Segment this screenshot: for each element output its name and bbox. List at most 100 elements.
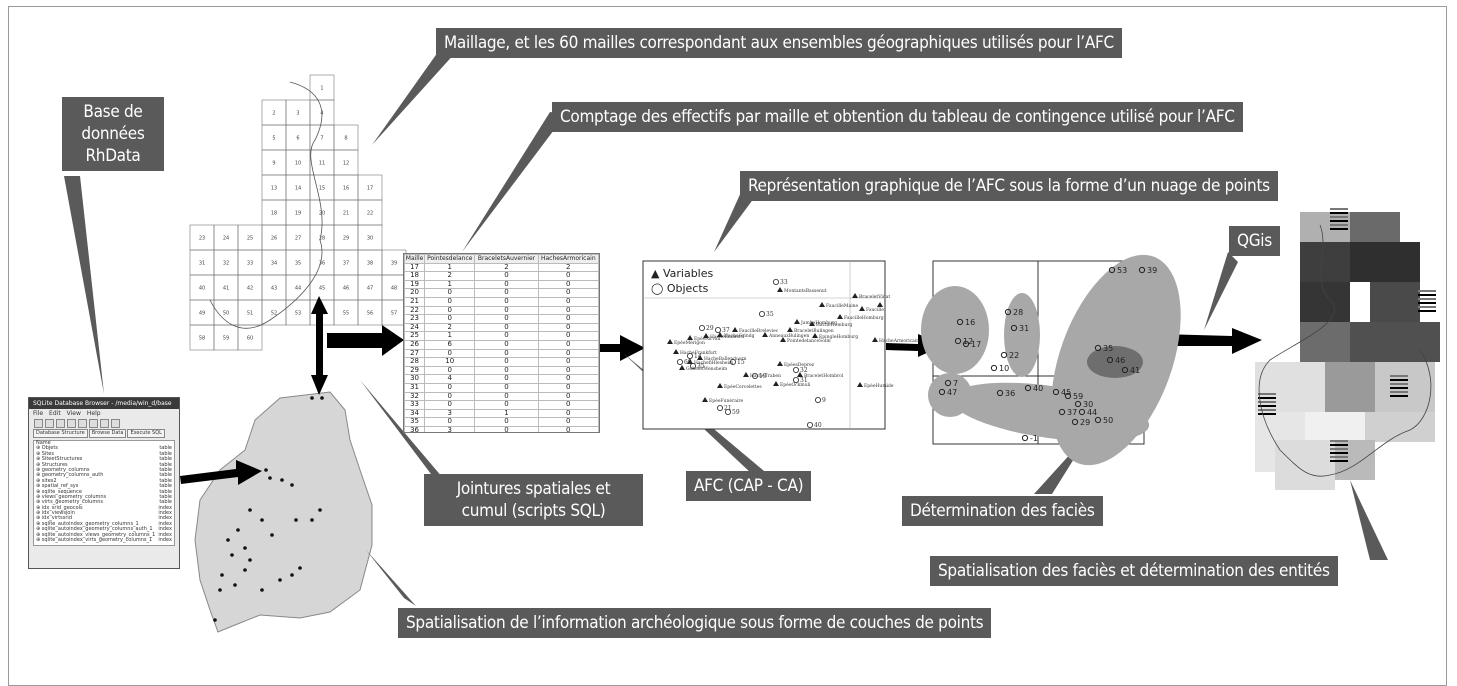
variable-point: [837, 314, 843, 319]
archaeological-point: [294, 518, 298, 522]
arrow-facies-to-qgis: [1160, 328, 1262, 354]
menu-item: File: [33, 410, 44, 417]
arrow-table-to-scatter: [578, 335, 645, 361]
grid-cell-label: 31: [199, 261, 205, 267]
object-label: 14: [694, 353, 702, 360]
table-cell: 18: [404, 271, 426, 281]
grid-cell-label: 15: [319, 186, 325, 192]
archaeological-point: [236, 528, 240, 532]
grid-cell-label: 60: [247, 336, 253, 342]
grid-cell-label: 19: [295, 211, 301, 217]
object-point: [717, 404, 724, 411]
facies-label: 36: [1005, 389, 1015, 398]
table-cell: 0: [424, 296, 476, 307]
archaeological-point: [280, 478, 284, 482]
facies-point: [956, 318, 964, 326]
window-tab: Database Structure: [33, 429, 88, 438]
hatch-stripe: [1330, 216, 1348, 218]
window-tab: Browse Data: [88, 429, 127, 438]
table-cell: 26: [404, 339, 426, 350]
archaeological-point: [226, 538, 230, 542]
facies-point: [1094, 416, 1102, 424]
variable-point: [703, 333, 709, 338]
archaeological-point: [260, 518, 264, 522]
table-cell: 0: [474, 357, 539, 367]
variable-label: EpéeMérigon: [674, 339, 705, 346]
object-label: 21: [724, 405, 732, 412]
hatch-stripe: [1258, 413, 1276, 415]
variable-point: [794, 319, 800, 324]
menu-item: View: [66, 410, 81, 417]
variable-point: [743, 372, 749, 377]
facies-block: [1350, 282, 1370, 312]
facies-point: [1071, 418, 1079, 426]
table-cell: 0: [474, 314, 539, 324]
grid-cell-label: 26: [271, 236, 277, 242]
facies-point: [1106, 356, 1114, 364]
variable-point: [773, 381, 779, 386]
arrow-join-to-table: [327, 325, 404, 356]
points-map-shape: [194, 391, 373, 633]
grid-cell-label: 52: [271, 311, 277, 317]
grid-cell-label: 38: [367, 261, 373, 267]
grid-cell-label: 48: [391, 286, 397, 292]
grid-cell-label: 59: [223, 336, 229, 342]
label-qgis: QGis: [1229, 226, 1280, 256]
variable-label: EpéeHumide: [864, 382, 894, 389]
table-cell: 0: [537, 271, 599, 281]
facies-point: [1078, 408, 1086, 416]
variable-label: EpingleHomburg: [819, 334, 858, 340]
label-determination: Détermination des faciès: [902, 496, 1103, 526]
grid-cell-label: 14: [295, 186, 301, 192]
variable-label: Faucille: [866, 307, 884, 313]
hatch-stripe: [1390, 375, 1408, 377]
arrow-vertical-double: [311, 296, 328, 395]
variable-point: [762, 332, 768, 337]
facies-block: [1350, 212, 1400, 242]
table-cell: 0: [474, 271, 539, 281]
variable-point: [872, 337, 878, 342]
base-line1: Base de: [83, 102, 143, 122]
hatch-stripe: [1390, 387, 1408, 389]
archaeological-point: [243, 546, 247, 550]
label-jointures: Jointures spatiales et cumul (scripts SQ…: [424, 474, 643, 526]
facies-label: 44: [1087, 408, 1097, 417]
facies-label: 50: [1103, 416, 1113, 425]
archaeological-point: [220, 573, 224, 577]
grid-cell-label: 18: [271, 211, 277, 217]
facies-label: 28: [1013, 308, 1023, 317]
table-cell: 0: [537, 339, 599, 350]
toolbar-icon: [67, 419, 76, 428]
object-point: [807, 421, 814, 428]
object-label: 31: [800, 377, 808, 384]
hatch-stripe: [1330, 212, 1348, 214]
grid-cell-label: 1: [320, 86, 323, 92]
archaeological-point: [213, 618, 217, 622]
hatch-stripe: [1330, 448, 1348, 450]
hatch-stripe: [1258, 409, 1276, 411]
object-point: [715, 326, 722, 333]
table-header-cell: BraceletsAuvernier: [474, 254, 539, 264]
grid-cell-label: 53: [295, 311, 301, 317]
window-toolbar: [29, 418, 179, 429]
variable-label: HacheBallendoorn: [704, 356, 747, 362]
object-label: 60: [684, 359, 692, 366]
toolbar-icon: [89, 419, 98, 428]
variable-point: [819, 302, 825, 307]
variable-label: HacheHomburg: [816, 322, 853, 328]
facies-label: 59: [1073, 392, 1083, 401]
facies-block: [1325, 362, 1375, 412]
grid-cell-label: 43: [271, 286, 277, 292]
object-label: 9: [822, 397, 826, 404]
hatch-stripe: [1330, 444, 1348, 446]
